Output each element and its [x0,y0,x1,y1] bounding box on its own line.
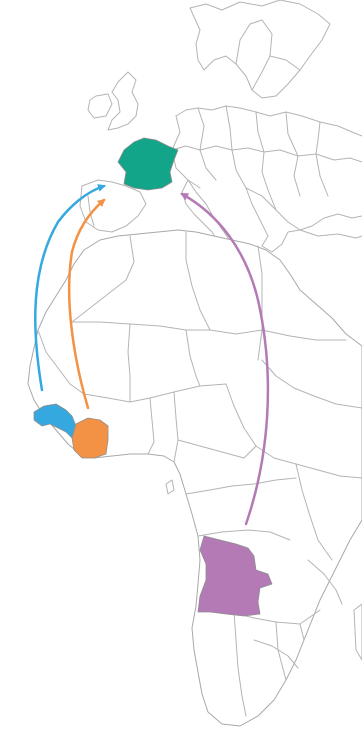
country-angola [197,535,273,617]
country-ivory-coast [71,417,109,459]
route-guinea-to-france [34,184,106,392]
country-france [117,137,179,191]
africa-borders [27,229,362,727]
route-ivory-coast-to-france [67,198,106,410]
europe-borders [87,0,362,253]
route-angola-to-italy [180,192,270,526]
